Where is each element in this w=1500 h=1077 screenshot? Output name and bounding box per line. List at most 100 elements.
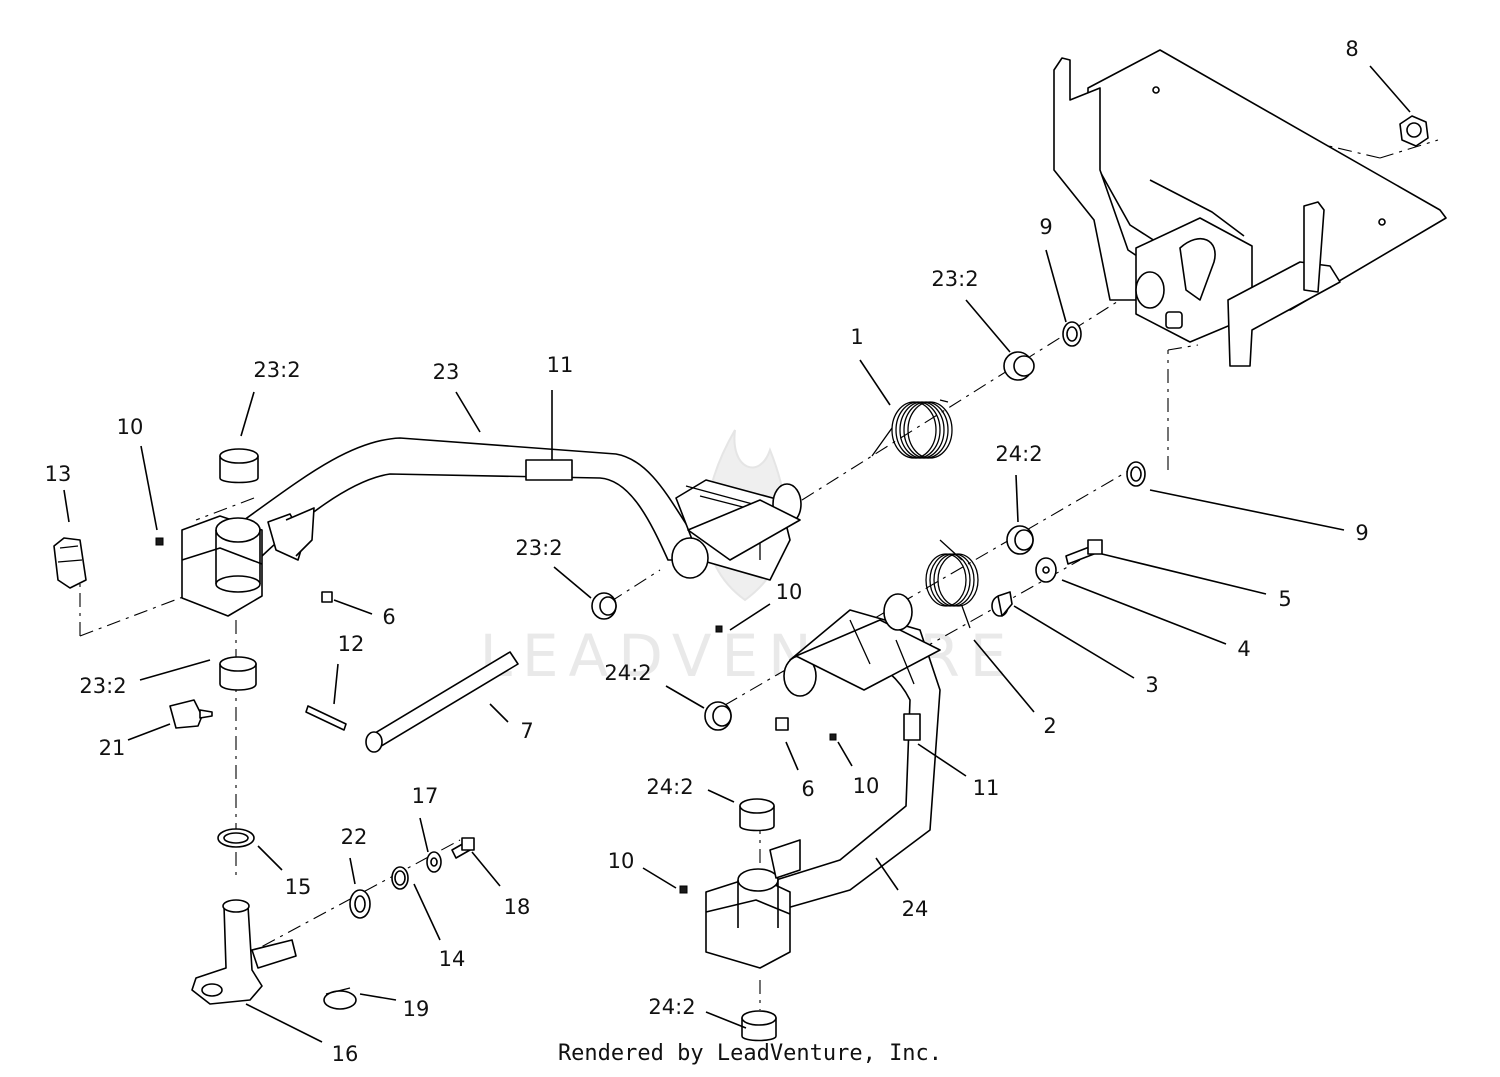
callout-c24-2d: 24:2 (648, 995, 695, 1019)
leader-line-c24-2c (707, 789, 735, 803)
callout-c7: 7 (520, 719, 533, 743)
washer-17 (426, 851, 442, 873)
bushing-24-2-upper (1006, 525, 1034, 555)
callout-c6a: 6 (382, 605, 395, 629)
leader-line-c16 (245, 1003, 323, 1043)
ring-19 (323, 987, 357, 1010)
footer-credit: Rendered by LeadVenture, Inc. (558, 1041, 942, 1066)
leader-line-c17 (419, 817, 429, 853)
leader-lines (63, 65, 1411, 1043)
callout-c12: 12 (338, 632, 365, 656)
leader-line-c7 (489, 703, 509, 723)
callout-c23-2c: 23:2 (515, 536, 562, 560)
callout-c17: 17 (412, 784, 439, 808)
callout-c9a: 9 (1039, 215, 1052, 239)
bushing-24-2-top (739, 798, 775, 832)
bushing-23-2-mid-left (219, 656, 257, 691)
callout-c24-2b: 24:2 (604, 661, 651, 685)
leader-line-c23-2d (139, 659, 211, 681)
torsion-springs (871, 399, 979, 629)
leader-line-c9b (1149, 489, 1345, 531)
washer-15 (217, 828, 255, 848)
bushing-23-2-top-right (1003, 351, 1035, 381)
callout-c4: 4 (1237, 637, 1250, 661)
grease-fitting-10-right (829, 733, 837, 741)
leader-line-c10a (140, 445, 158, 531)
bushing-23-2-top-left (219, 448, 259, 484)
bolt-5 (1065, 539, 1103, 565)
grease-fitting-10-left (155, 537, 164, 546)
spindle-16 (191, 899, 297, 1005)
leader-line-c10d (642, 867, 677, 889)
grease-fitting-10-bottom (679, 885, 688, 894)
leader-line-c1 (859, 359, 891, 406)
pin-12 (305, 705, 347, 731)
callout-c14: 14 (439, 947, 466, 971)
seal-22 (349, 889, 371, 919)
leader-line-c24-2a (1015, 474, 1019, 523)
leader-line-c23 (455, 391, 481, 433)
spring-2 (925, 539, 979, 629)
leader-line-c12 (333, 663, 339, 705)
callout-c10c: 10 (853, 774, 880, 798)
callout-c3: 3 (1145, 673, 1158, 697)
leader-line-c19 (359, 993, 397, 1001)
callout-c8: 8 (1345, 37, 1358, 61)
leader-line-c23-2c (553, 566, 592, 599)
callout-c13: 13 (45, 462, 72, 486)
rod-7 (365, 651, 519, 753)
leader-line-c10c (837, 741, 853, 767)
steering-arm-23 (181, 437, 802, 617)
callout-c10d: 10 (608, 849, 635, 873)
callout-c10b: 10 (776, 580, 803, 604)
callout-c10a: 10 (117, 415, 144, 439)
leader-line-c23-2b (240, 391, 255, 437)
callout-c11b: 11 (973, 776, 1000, 800)
washer-9-right (1126, 461, 1146, 487)
leader-line-c3 (1013, 605, 1135, 679)
leader-line-c10b (729, 603, 771, 631)
callout-c23-2a: 23:2 (931, 267, 978, 291)
frame-bracket (1053, 49, 1447, 367)
callout-c11a: 11 (547, 353, 574, 377)
leader-line-c13 (63, 489, 70, 523)
callout-c2: 2 (1043, 714, 1056, 738)
leader-line-c21 (127, 723, 171, 741)
leader-line-c14 (413, 883, 441, 941)
grease-fitting-10-center (715, 625, 723, 633)
callout-c24-2c: 24:2 (646, 775, 693, 799)
leader-line-c6a (333, 599, 373, 615)
washer-9-top (1062, 321, 1082, 347)
lynch-pin-13 (53, 537, 87, 589)
callout-c23: 23 (433, 360, 460, 384)
washer-4 (1035, 557, 1057, 583)
leader-line-c9a (1045, 249, 1067, 323)
leader-line-c8 (1369, 65, 1411, 113)
steering-arm-24 (705, 593, 941, 969)
leader-line-c24 (875, 857, 899, 891)
leader-line-c15 (257, 845, 283, 871)
leader-line-c22 (349, 857, 356, 885)
bushing-23-2-center (591, 592, 617, 620)
callout-c23-2b: 23:2 (253, 358, 300, 382)
hardware (53, 115, 1429, 1042)
spacer-3 (991, 591, 1013, 617)
callout-c23-2d: 23:2 (79, 674, 126, 698)
leader-line-c6b (785, 741, 799, 771)
callout-c24-2a: 24:2 (995, 442, 1042, 466)
leader-line-c18 (471, 851, 501, 887)
nut-8 (1399, 115, 1429, 147)
bushing-24-2-bottom (741, 1010, 777, 1042)
leader-line-c4 (1061, 579, 1227, 645)
callout-c19: 19 (403, 997, 430, 1021)
block-21 (169, 699, 213, 729)
callout-c16: 16 (332, 1042, 359, 1066)
callout-c9b: 9 (1355, 521, 1368, 545)
callout-c18: 18 (504, 895, 531, 919)
leader-line-c11b (917, 743, 967, 777)
callout-c21: 21 (99, 736, 126, 760)
nut-6-right (775, 717, 789, 731)
washer-14 (391, 866, 409, 890)
spring-1 (871, 399, 953, 459)
